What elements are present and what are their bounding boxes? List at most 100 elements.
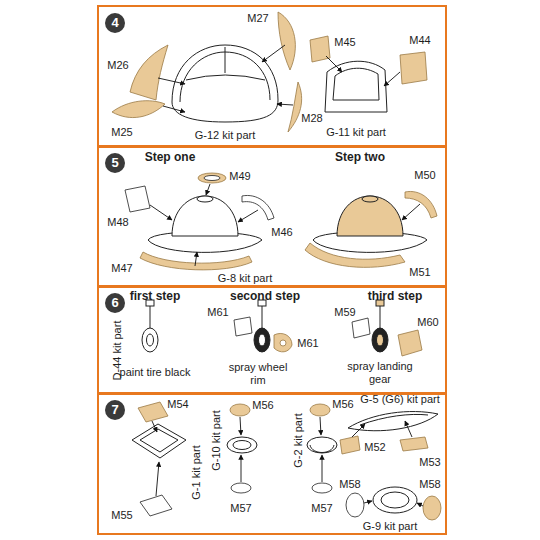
- part-g10-g2-g5-g9: [310, 445, 334, 453]
- part-label: M56: [252, 399, 273, 412]
- mask-piece: [352, 318, 370, 338]
- mask-piece: [305, 243, 405, 267]
- mask-piece: [130, 45, 168, 100]
- leader-arrow: [156, 462, 159, 496]
- part-label: G-12 kit part: [195, 129, 256, 142]
- leader-arrow: [240, 417, 241, 435]
- dome-g8: [172, 196, 238, 236]
- mask-piece: [112, 101, 165, 118]
- part-label: M49: [229, 170, 250, 183]
- mask-piece: [423, 496, 441, 520]
- part-g10-g2-g5-g9: [360, 414, 428, 425]
- canopy-g12: [225, 47, 226, 73]
- part-label: M45: [334, 36, 355, 49]
- landing-gear-d44: [377, 334, 384, 346]
- part-g10-g2-g5-g9: [307, 437, 337, 453]
- part-label: M58: [419, 478, 440, 491]
- leader-arrow: [352, 424, 365, 437]
- instruction-note: paint tire black: [117, 366, 193, 379]
- leader-arrow: [150, 205, 172, 220]
- mask-piece-white: [140, 483, 364, 517]
- part-label: M48: [107, 216, 128, 229]
- part-label: M59: [334, 306, 355, 319]
- leader-arrow: [320, 417, 321, 435]
- dome-g8: [337, 196, 403, 236]
- canopy-g11: [325, 61, 387, 112]
- part-g1: [140, 429, 178, 452]
- part-label: M58: [339, 478, 360, 491]
- dome-g8: [197, 196, 213, 202]
- mask-piece: [398, 330, 422, 356]
- mask-piece: [140, 252, 252, 270]
- part-label: M61: [207, 306, 228, 319]
- leader-arrow: [238, 210, 258, 222]
- leader-arrow: [158, 78, 185, 84]
- leader-arrow: [206, 184, 210, 195]
- canopy-g11: [325, 61, 387, 112]
- mask-piece: [340, 436, 360, 454]
- part-label: M47: [111, 262, 132, 275]
- part-label: M28: [301, 112, 322, 125]
- leader-arrow: [322, 455, 323, 482]
- step-number: 6: [105, 293, 125, 313]
- step-panel: 5: [97, 145, 447, 288]
- leader-arrow: [163, 106, 185, 112]
- dome-g8: [362, 196, 378, 202]
- part-label: G-5 (G6) kit part: [360, 393, 439, 406]
- dome-g8: [148, 196, 427, 252]
- mask-piece-white: [346, 493, 364, 517]
- landing-gear-d44: [372, 328, 388, 352]
- canopy-g11: [333, 68, 379, 100]
- leader-arrow: [150, 184, 420, 266]
- leader-arrow: [195, 252, 197, 266]
- mask-piece: [310, 404, 330, 416]
- landing-gear-d44: [142, 300, 388, 352]
- mask-piece-white: [140, 495, 172, 516]
- part-label: M57: [311, 502, 332, 515]
- leader-arrow: [405, 421, 412, 437]
- leader-arrow: [158, 45, 400, 112]
- leader-arrow: [241, 455, 242, 482]
- part-label: M57: [230, 502, 251, 515]
- mask-piece: [140, 173, 437, 270]
- mask-piece: [405, 191, 437, 218]
- mask-piece: [234, 317, 422, 356]
- part-g10-g2-g5-g9: [227, 412, 438, 513]
- mask-piece: [112, 12, 427, 132]
- part-label: M46: [271, 226, 292, 239]
- part-label: G-1 kit part: [190, 445, 203, 499]
- step-panel: 7: [97, 392, 447, 535]
- step-heading: Step one: [145, 150, 196, 164]
- step-panel: 4: [97, 5, 447, 148]
- leader-arrow: [152, 417, 423, 506]
- mask-piece-white: [231, 483, 251, 493]
- part-label: M51: [409, 266, 430, 279]
- part-label: M25: [111, 126, 132, 139]
- step-heading: third step: [368, 289, 423, 303]
- canopy-g12: [186, 75, 265, 80]
- mask-piece: [138, 402, 441, 520]
- instruction-note: spray landing gear: [342, 360, 418, 386]
- landing-gear-d44: [254, 328, 270, 352]
- step-heading: first step: [130, 289, 181, 303]
- landing-gear-d44: [259, 334, 266, 346]
- canopy-g12: [172, 45, 278, 122]
- step-heading: Step two: [335, 150, 385, 164]
- part-label: M56: [332, 398, 353, 411]
- mask-piece: [280, 340, 286, 346]
- mask-piece: [400, 437, 428, 451]
- mask-piece: [230, 404, 250, 416]
- part-g10-g2-g5-g9: [227, 437, 257, 453]
- mask-piece-white: [125, 186, 150, 212]
- part-label: G-10 kit part: [210, 410, 223, 471]
- step-number: 4: [105, 13, 125, 33]
- instruction-note: spray wheel rim: [220, 361, 296, 387]
- part-g10-g2-g5-g9: [373, 487, 417, 513]
- leader-arrow: [277, 104, 293, 105]
- part-label: M50: [414, 169, 435, 182]
- landing-gear-d44: [147, 334, 154, 346]
- part-label: M54: [167, 398, 188, 411]
- mask-piece: [138, 402, 168, 422]
- mask-piece-white: [312, 483, 332, 493]
